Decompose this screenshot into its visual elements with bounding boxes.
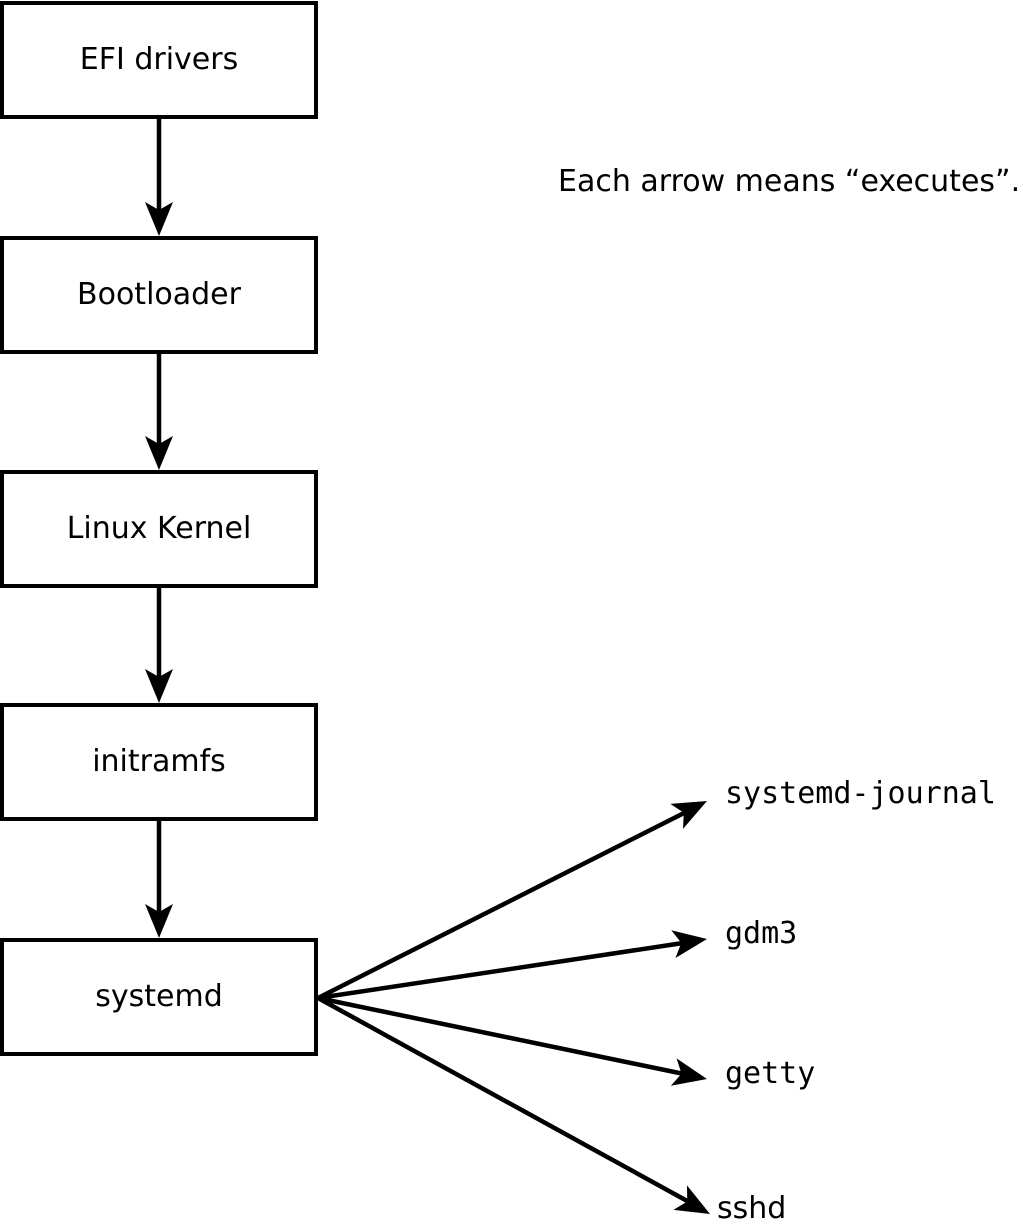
arrow-bootloader-to-kernel: [145, 353, 173, 470]
node-systemd-label: systemd: [95, 979, 223, 1014]
arrow-systemd-to-gdm3: [317, 930, 707, 1001]
process-label-systemd-journal: systemd-journal: [725, 776, 996, 811]
arrow-initramfs-to-systemd: [145, 820, 173, 938]
node-initramfs: initramfs: [0, 703, 318, 821]
arrow-efi-to-bootloader: [145, 117, 173, 236]
arrow-systemd-to-systemd-journal: [316, 801, 707, 1001]
arrow-systemd-to-sshd: [316, 996, 710, 1214]
node-systemd: systemd: [0, 938, 318, 1056]
node-linux-kernel: Linux Kernel: [0, 470, 318, 588]
process-label-sshd: sshd: [717, 1191, 787, 1226]
process-label-gdm3: gdm3: [725, 916, 798, 951]
process-label-getty: getty: [725, 1056, 816, 1091]
node-bootloader: Bootloader: [0, 236, 318, 354]
node-efi-drivers-label: EFI drivers: [79, 42, 239, 77]
node-linux-kernel-label: Linux Kernel: [66, 511, 252, 546]
legend-note: Each arrow means “executes”.: [558, 164, 1021, 199]
arrow-systemd-to-getty: [317, 995, 707, 1086]
node-bootloader-label: Bootloader: [77, 277, 241, 312]
node-initramfs-label: initramfs: [92, 744, 226, 779]
node-efi-drivers: EFI drivers: [0, 1, 318, 119]
arrow-kernel-to-initramfs: [145, 587, 173, 703]
